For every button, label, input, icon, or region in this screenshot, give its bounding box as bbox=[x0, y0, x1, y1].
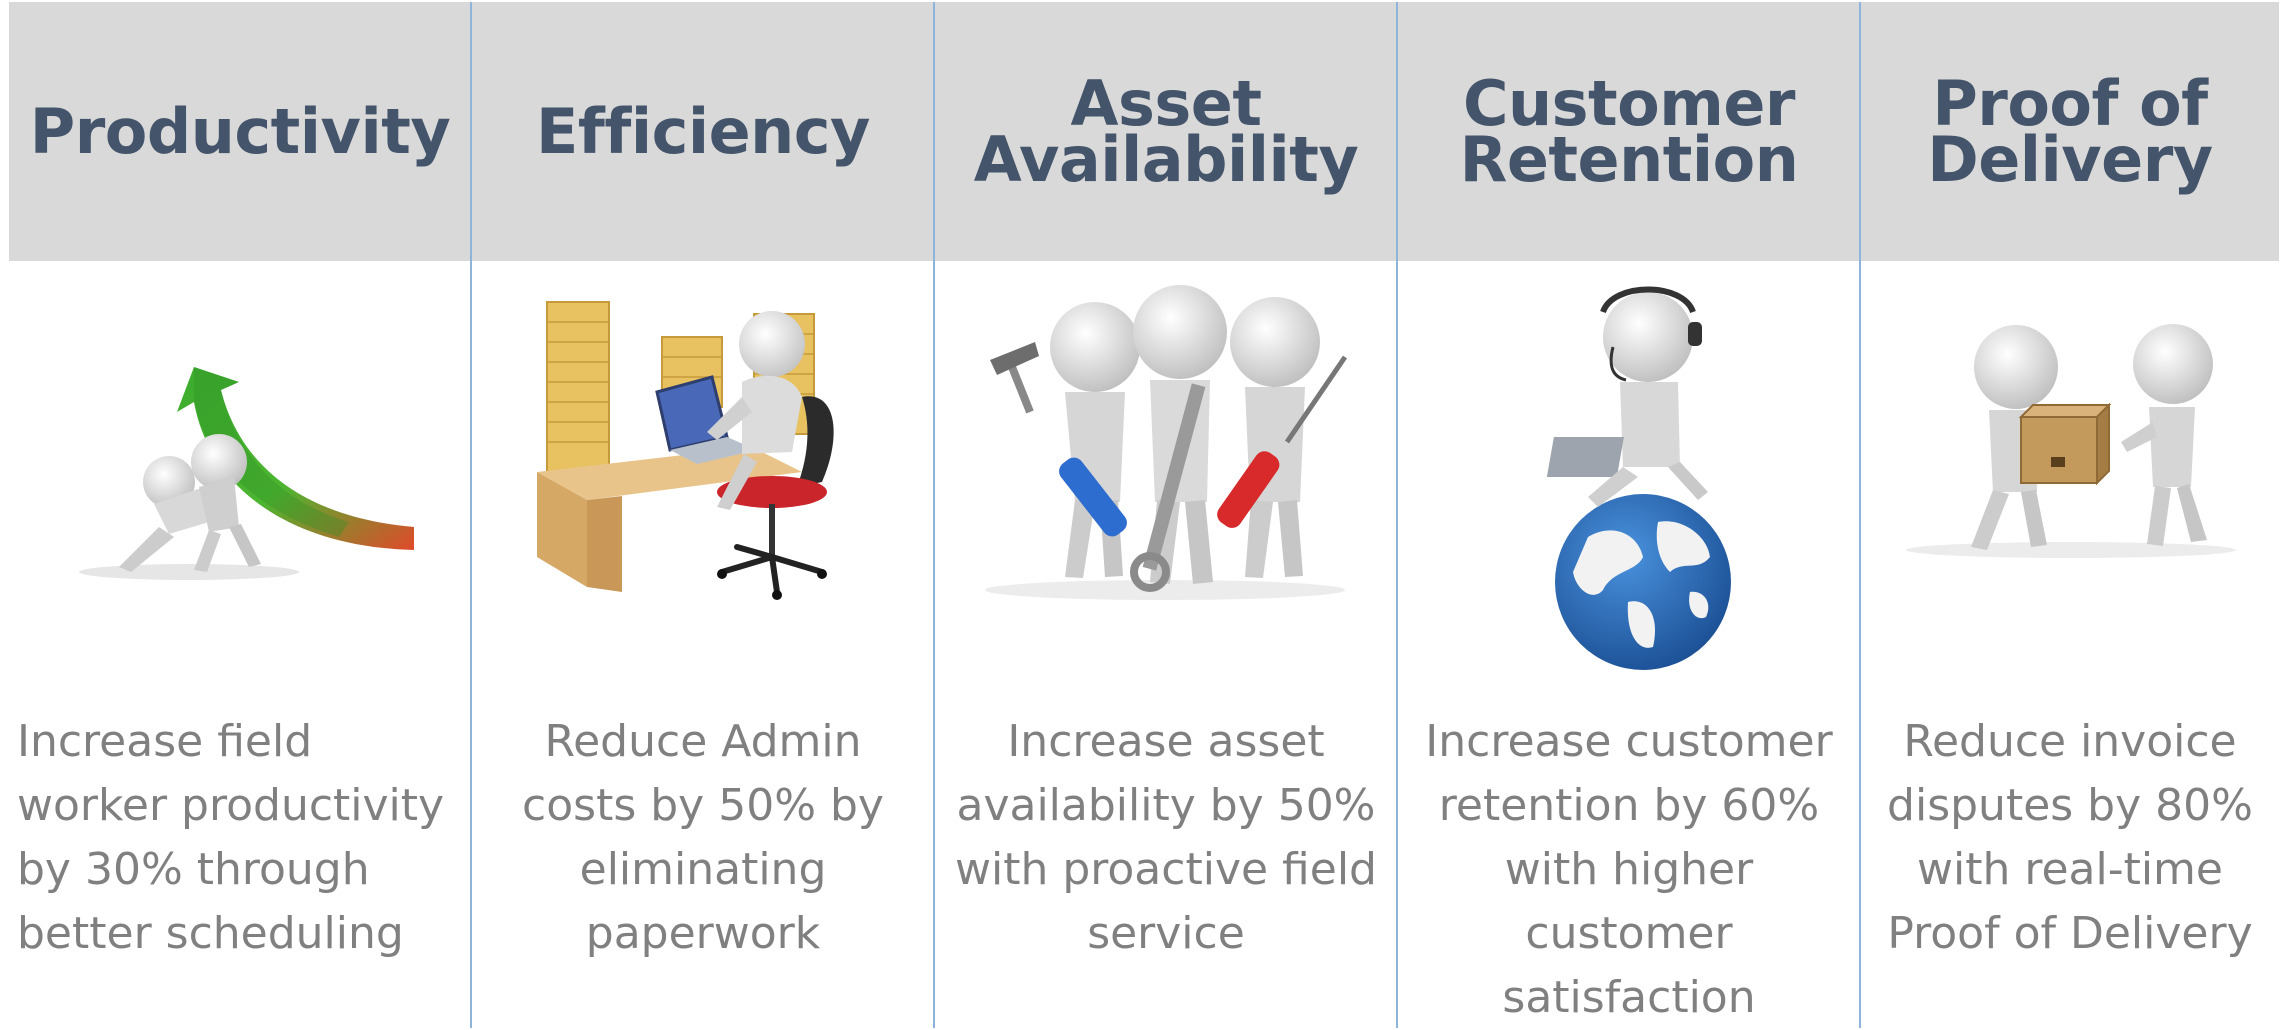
description-line: customer bbox=[1525, 908, 1733, 959]
title-line: Asset bbox=[1070, 66, 1262, 140]
description-line: by 30% through bbox=[17, 844, 370, 895]
title-line: Customer bbox=[1462, 66, 1796, 140]
figure-at-desk-with-paper-stacks-icon bbox=[472, 272, 934, 692]
description-line: disputes by 80% bbox=[1887, 780, 2253, 831]
title-line: Availability bbox=[973, 122, 1359, 196]
column-asset-availability: Asset Availability bbox=[935, 2, 1397, 1030]
description-line: worker productivity bbox=[17, 780, 445, 831]
column-customer-retention: Customer Retention bbox=[1398, 2, 1860, 1030]
column-title: Efficiency bbox=[472, 2, 934, 261]
description-line: Reduce invoice bbox=[1903, 716, 2237, 767]
column-productivity: Productivity bbox=[9, 2, 471, 1030]
column-description: Increase asset availability by 50% with … bbox=[943, 710, 1389, 966]
description-line: Proof of Delivery bbox=[1887, 908, 2253, 959]
column-divider bbox=[1396, 2, 1398, 1028]
column-title: Customer Retention bbox=[1398, 2, 1860, 261]
description-line: Increase customer bbox=[1425, 716, 1833, 767]
column-divider bbox=[933, 2, 935, 1028]
title-line: Retention bbox=[1459, 122, 1799, 196]
column-divider bbox=[470, 2, 472, 1028]
description-line: Increase field bbox=[17, 716, 313, 767]
title-line: Productivity bbox=[29, 94, 451, 168]
column-proof-of-delivery: Proof of Delivery bbox=[1861, 2, 2279, 1030]
header-band bbox=[9, 2, 2279, 261]
column-divider bbox=[1859, 2, 1861, 1028]
description-line: retention by 60% bbox=[1438, 780, 1820, 831]
column-description: Reduce Admin costs by 50% by eliminating… bbox=[480, 710, 926, 966]
column-description: Increase field worker productivity by 30… bbox=[17, 710, 463, 966]
description-line: with real-time bbox=[1916, 844, 2223, 895]
title-line: Delivery bbox=[1927, 122, 2213, 196]
description-line: eliminating bbox=[579, 844, 827, 895]
column-title: Asset Availability bbox=[935, 2, 1397, 261]
column-description: Increase customer retention by 60% with … bbox=[1406, 710, 1852, 1030]
figures-handing-package-icon bbox=[1861, 272, 2279, 692]
column-title: Proof of Delivery bbox=[1861, 2, 2279, 261]
figures-with-tools-icon bbox=[935, 272, 1397, 692]
column-efficiency: Efficiency bbox=[472, 2, 934, 1030]
description-line: Increase asset bbox=[1007, 716, 1325, 767]
description-line: satisfaction bbox=[1502, 972, 1756, 1023]
figure-with-headset-on-globe-icon bbox=[1398, 272, 1860, 692]
description-line: costs by 50% by bbox=[522, 780, 884, 831]
column-title: Productivity bbox=[9, 2, 471, 261]
description-line: availability by 50% bbox=[956, 780, 1376, 831]
figure-pushing-green-arrow-icon bbox=[9, 272, 471, 692]
description-line: with proactive field bbox=[955, 844, 1377, 895]
description-line: service bbox=[1087, 908, 1245, 959]
description-line: with higher bbox=[1504, 844, 1754, 895]
description-line: better scheduling bbox=[17, 908, 404, 959]
title-line: Proof of bbox=[1932, 66, 2208, 140]
description-line: Reduce Admin bbox=[544, 716, 862, 767]
title-line: Efficiency bbox=[536, 94, 870, 168]
column-description: Reduce invoice disputes by 80% with real… bbox=[1869, 710, 2271, 966]
description-line: paperwork bbox=[585, 908, 821, 959]
